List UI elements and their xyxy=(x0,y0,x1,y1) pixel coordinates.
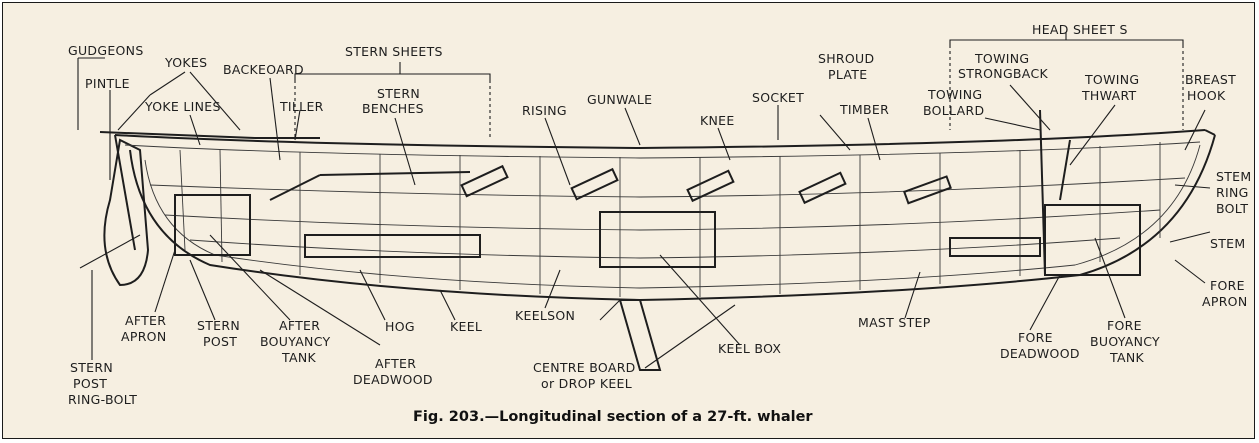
label-stern-post-ring-bolt-2: POST xyxy=(73,376,107,391)
label-keel: KEEL xyxy=(450,319,482,334)
leader-lines xyxy=(77,57,1211,369)
label-gunwale: GUNWALE xyxy=(587,92,652,107)
label-tiller: TILLER xyxy=(279,99,324,114)
stern-sheets-bracket xyxy=(294,73,491,80)
label-shroud-plate-1: SHROUD xyxy=(818,51,874,66)
label-rising: RISING xyxy=(522,103,567,118)
label-socket: SOCKET xyxy=(752,90,804,105)
fore-tank xyxy=(1044,204,1141,276)
label-gudgeons: GUDGEONS xyxy=(68,43,144,58)
head-sheets-bracket xyxy=(949,39,1184,45)
label-fore-buoyancy-1: FORE xyxy=(1107,318,1142,333)
label-stern-sheets: STERN SHEETS xyxy=(345,44,443,59)
label-stern-post-ring-bolt-1: STERN xyxy=(70,360,113,375)
label-fore-deadwood-2: DEADWOOD xyxy=(1000,346,1080,361)
label-stern-benches-1: STERN xyxy=(377,86,420,101)
label-after-buoyancy-1: AFTER xyxy=(279,318,320,333)
hull-drawing xyxy=(79,109,1216,371)
label-fore-buoyancy-3: TANK xyxy=(1109,350,1144,365)
label-stem-ring-bolt-3: BOLT xyxy=(1216,201,1248,216)
figure-caption: Fig. 203.—Longitudinal section of a 27-f… xyxy=(413,409,813,425)
label-stern-post-2: POST xyxy=(203,334,237,349)
after-tank xyxy=(174,194,251,256)
label-stem: STEM xyxy=(1210,236,1245,251)
label-breast-hook-2: HOOK xyxy=(1187,88,1226,103)
label-fore-deadwood-1: FORE xyxy=(1018,330,1053,345)
label-yokes: YOKES xyxy=(164,55,207,70)
label-centre-board-2: or DROP KEEL xyxy=(541,376,632,391)
keel-box xyxy=(599,211,716,268)
stern-bench xyxy=(304,234,481,258)
label-shroud-plate-2: PLATE xyxy=(828,67,867,82)
label-centre-board-1: CENTRE BOARD xyxy=(533,360,636,375)
label-after-apron-2: APRON xyxy=(121,329,166,344)
label-stern-benches-2: BENCHES xyxy=(362,101,424,116)
label-head-sheets: HEAD SHEET S xyxy=(1032,22,1128,37)
label-breast-hook-1: BREAST xyxy=(1185,72,1236,87)
label-after-apron-1: AFTER xyxy=(125,313,166,328)
label-stern-post-1: STERN xyxy=(197,318,240,333)
label-towing-bollard-1: TOWING xyxy=(927,87,982,102)
label-mast-step: MAST STEP xyxy=(858,315,931,330)
gunwale-line xyxy=(114,129,1206,150)
label-fore-buoyancy-2: BUOYANCY xyxy=(1090,334,1160,349)
label-towing-strongback-2: STRONGBACK xyxy=(958,66,1048,81)
label-after-buoyancy-2: BOUYANCY xyxy=(260,334,331,349)
label-yoke-lines: YOKE LINES xyxy=(144,99,221,114)
label-fore-apron-1: FORE xyxy=(1210,278,1245,293)
centre-board xyxy=(618,299,662,371)
rudder xyxy=(103,138,150,287)
label-knee: KNEE xyxy=(700,113,735,128)
label-after-deadwood-1: AFTER xyxy=(375,356,416,371)
labels: GUDGEONS YOKES PINTLE YOKE LINES BACKEOA… xyxy=(68,22,1251,407)
label-towing-thwart-1: TOWING xyxy=(1084,72,1139,87)
label-hog: HOG xyxy=(385,319,415,334)
label-backboard: BACKEOARD xyxy=(223,62,304,77)
brackets xyxy=(294,32,1184,140)
label-towing-strongback-1: TOWING xyxy=(974,51,1029,66)
keel-line xyxy=(129,134,1216,302)
label-towing-thwart-2: THWART xyxy=(1081,88,1137,103)
label-timber: TIMBER xyxy=(839,102,889,117)
label-stern-post-ring-bolt-3: RING-BOLT xyxy=(68,392,137,407)
label-pintle: PINTLE xyxy=(85,76,130,91)
label-after-buoyancy-3: TANK xyxy=(281,350,316,365)
label-stem-ring-bolt-1: STEM xyxy=(1216,169,1251,184)
label-stem-ring-bolt-2: RING xyxy=(1216,185,1249,200)
label-keel-box: KEEL BOX xyxy=(718,341,781,356)
label-fore-apron-2: APRON xyxy=(1202,294,1247,309)
label-after-deadwood-2: DEADWOOD xyxy=(353,372,433,387)
label-towing-bollard-2: BOLLARD xyxy=(923,103,984,118)
label-keelson: KEELSON xyxy=(515,308,575,323)
